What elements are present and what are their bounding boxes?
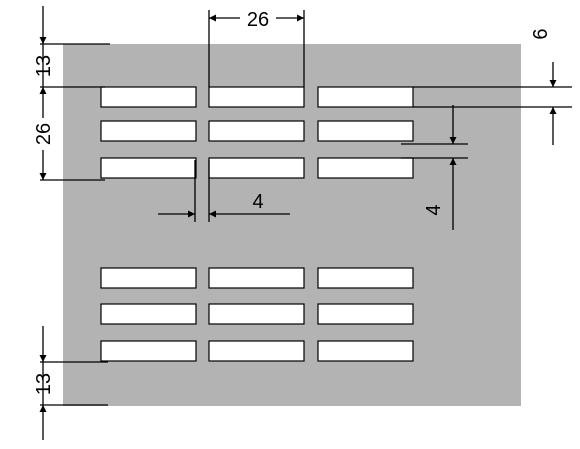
- slot: [208, 340, 305, 362]
- label-slot-height: 6: [530, 28, 552, 39]
- slot: [317, 86, 414, 108]
- slot: [208, 303, 305, 325]
- extension-lines: [40, 10, 572, 406]
- label-pitch-vertical: 26: [33, 123, 55, 145]
- slot: [317, 340, 414, 362]
- slot: [208, 267, 305, 289]
- slot-grid: [100, 86, 414, 362]
- dimension-arrows: [39, 6, 557, 440]
- slot: [208, 157, 305, 179]
- slot: [317, 267, 414, 289]
- slot: [100, 303, 197, 325]
- slot: [100, 157, 197, 179]
- slot: [100, 340, 197, 362]
- label-bottom-margin: 13: [33, 373, 55, 395]
- slot: [317, 303, 414, 325]
- slot: [100, 267, 197, 289]
- slot: [208, 120, 305, 142]
- label-gap-horizontal: 4: [252, 191, 263, 213]
- slot: [208, 86, 305, 108]
- slot: [317, 120, 414, 142]
- label-top-margin: 13: [33, 55, 55, 77]
- label-pitch-horizontal: 26: [247, 9, 269, 31]
- slot: [100, 86, 197, 108]
- label-gap-vertical: 4: [423, 204, 445, 215]
- slot: [317, 157, 414, 179]
- slot: [100, 120, 197, 142]
